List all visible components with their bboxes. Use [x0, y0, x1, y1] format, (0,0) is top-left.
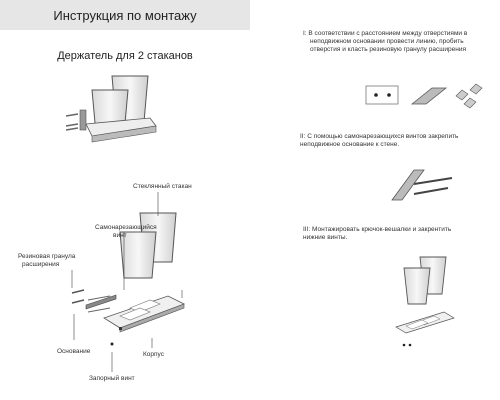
step-2-text: II: С помощью самонарезающихся винтов за… — [300, 133, 490, 149]
step-1-line2: неподвижном основании провести линию, пр… — [303, 38, 493, 46]
label-screw-line1: Самонарезающийся — [95, 224, 157, 232]
step-1-line1: I: В соответствии с расстоянием между от… — [303, 30, 493, 38]
step2-illustration — [392, 170, 452, 200]
label-screw-line2: винт — [113, 232, 127, 240]
product-illustration-top — [66, 76, 156, 142]
step-2-line2: неподвижное основание к стене. — [300, 141, 490, 149]
step1-illustration — [366, 84, 482, 108]
step-2-line1: II: С помощью самонарезающихся винтов за… — [300, 133, 490, 141]
exploded-glass-cups — [120, 213, 176, 278]
step-3-line1: III: Монтажировать крючок-вешалки и закр… — [303, 226, 493, 234]
step-1-line3: отверстия и класть резиновую гранулу рас… — [303, 46, 493, 54]
label-base: Основание — [57, 348, 90, 356]
label-body: Корпус — [143, 351, 164, 359]
label-plug-line2: расширения — [22, 261, 59, 269]
label-glass: Стеклянный стакан — [133, 183, 192, 191]
step-3-text: III: Монтажировать крючок-вешалки и закр… — [303, 226, 493, 242]
step-3-line2: нижние винты. — [303, 234, 493, 242]
label-plug-line1: Резиновая гранула — [18, 253, 75, 261]
exploded-body-holder — [104, 296, 184, 332]
step3-illustration — [396, 257, 454, 346]
label-lock-screw: Запорный винт — [89, 375, 135, 383]
step-1-text: I: В соответствии с расстоянием между от… — [303, 30, 493, 54]
